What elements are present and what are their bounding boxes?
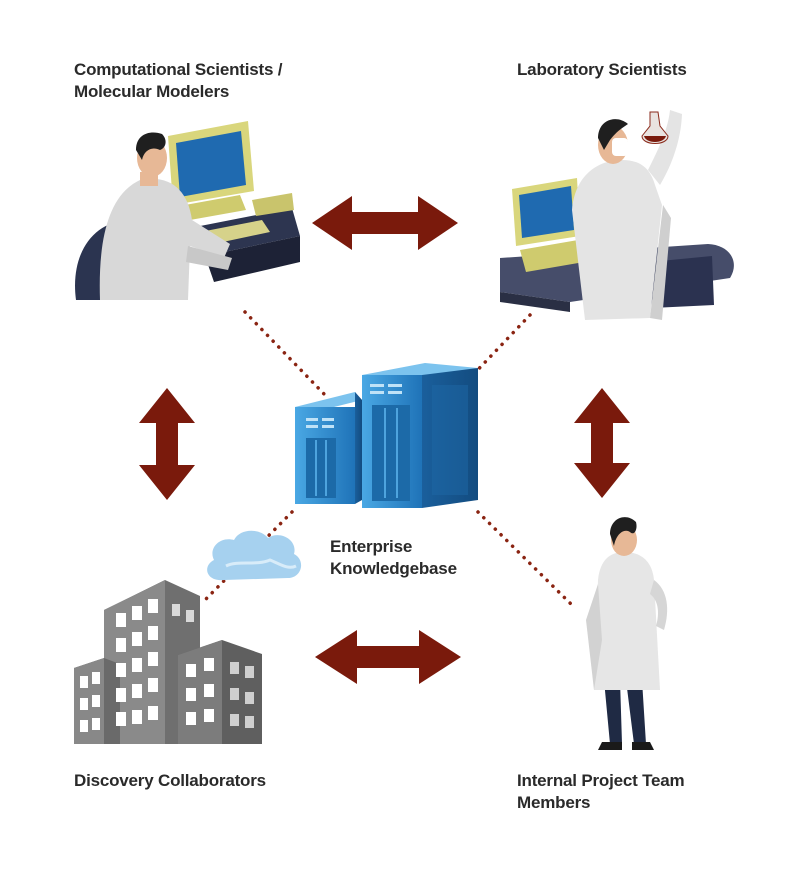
team-member-icon [586, 517, 668, 750]
label-computational-line1: Computational Scientists / [74, 60, 283, 79]
connector-internal [476, 510, 577, 610]
arrow-left-vertical [139, 388, 195, 500]
label-enterprise-knowledgebase: Enterprise Knowledgebase [330, 536, 457, 580]
label-computational-scientists: Computational Scientists / Molecular Mod… [74, 59, 282, 103]
cloud-icon [207, 530, 302, 581]
laboratory-scientist-icon [500, 110, 734, 320]
connector-computational [243, 310, 327, 397]
arrow-bottom-horizontal [315, 630, 461, 684]
arrow-right-vertical [574, 388, 630, 498]
label-internal-line2: Members [517, 793, 591, 812]
label-internal-line1: Internal Project Team [517, 771, 685, 790]
buildings-icon [74, 580, 262, 744]
label-internal-project-team: Internal Project Team Members [517, 770, 685, 814]
label-center-line2: Knowledgebase [330, 559, 457, 578]
label-discovery-collaborators: Discovery Collaborators [74, 770, 266, 792]
connector-laboratory [468, 313, 532, 380]
server-icon [295, 363, 478, 508]
label-laboratory-line1: Laboratory Scientists [517, 60, 687, 79]
label-laboratory-scientists: Laboratory Scientists [517, 59, 687, 81]
label-center-line1: Enterprise [330, 537, 413, 556]
computational-scientist-icon [75, 121, 300, 300]
arrow-top-horizontal [312, 196, 458, 250]
label-collaborators-line1: Discovery Collaborators [74, 771, 266, 790]
label-computational-line2: Molecular Modelers [74, 82, 230, 101]
